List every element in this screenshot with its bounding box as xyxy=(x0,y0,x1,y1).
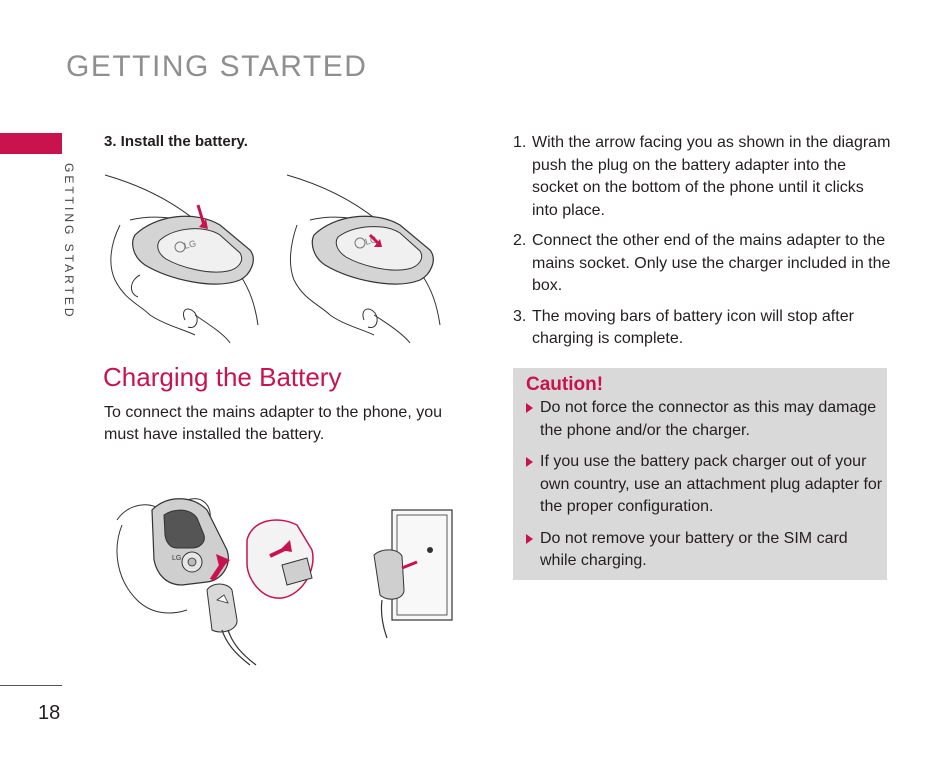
caution-list: Do not force the connector as this may d… xyxy=(525,397,883,582)
step-text: The moving bars of battery icon will sto… xyxy=(532,307,854,348)
page-header-title: GETTING STARTED xyxy=(66,50,368,83)
page-number: 18 xyxy=(38,702,61,724)
step-heading: 3. Install the battery. xyxy=(104,133,248,150)
step-number: 1. xyxy=(513,134,527,151)
charger-connection-illustration: LG xyxy=(116,498,453,666)
triangle-bullet-icon xyxy=(526,457,533,467)
caution-item: If you use the battery pack charger out … xyxy=(525,451,883,519)
step-item: 1. With the arrow facing you as shown in… xyxy=(513,132,893,222)
caution-text: If you use the battery pack charger out … xyxy=(540,453,883,515)
step-text: With the arrow facing you as shown in th… xyxy=(532,134,891,219)
intro-paragraph: To connect the mains adapter to the phon… xyxy=(104,404,443,443)
sidebar-section-label: GETTING STARTED xyxy=(62,163,76,320)
charging-steps-list: 1. With the arrow facing you as shown in… xyxy=(513,132,893,359)
caution-text: Do not remove your battery or the SIM ca… xyxy=(540,529,848,570)
caution-item: Do not remove your battery or the SIM ca… xyxy=(525,528,883,573)
caution-text: Do not force the connector as this may d… xyxy=(540,399,877,439)
step-number: 3. xyxy=(513,307,527,325)
triangle-bullet-icon xyxy=(526,403,533,413)
caution-box: Caution! Do not force the connector as t… xyxy=(513,368,887,580)
section-title: Charging the Battery xyxy=(103,362,342,392)
step-item: 2. Connect the other end of the mains ad… xyxy=(513,230,893,298)
section-tab-marker xyxy=(0,133,62,154)
svg-text:LG: LG xyxy=(183,238,197,251)
caution-title: Caution! xyxy=(526,374,604,395)
battery-install-illustration-2: LG xyxy=(286,174,441,344)
caution-item: Do not force the connector as this may d… xyxy=(525,397,883,442)
step-number: 2. xyxy=(513,232,527,249)
triangle-bullet-icon xyxy=(526,533,533,544)
footer-divider xyxy=(0,685,62,686)
svg-text:LG: LG xyxy=(172,555,181,562)
svg-text:LG: LG xyxy=(364,234,378,247)
step-item: 3. The moving bars of battery icon will … xyxy=(513,306,893,351)
step-text: Connect the other end of the mains adapt… xyxy=(532,232,891,294)
battery-install-illustration-1: LG xyxy=(104,174,259,344)
